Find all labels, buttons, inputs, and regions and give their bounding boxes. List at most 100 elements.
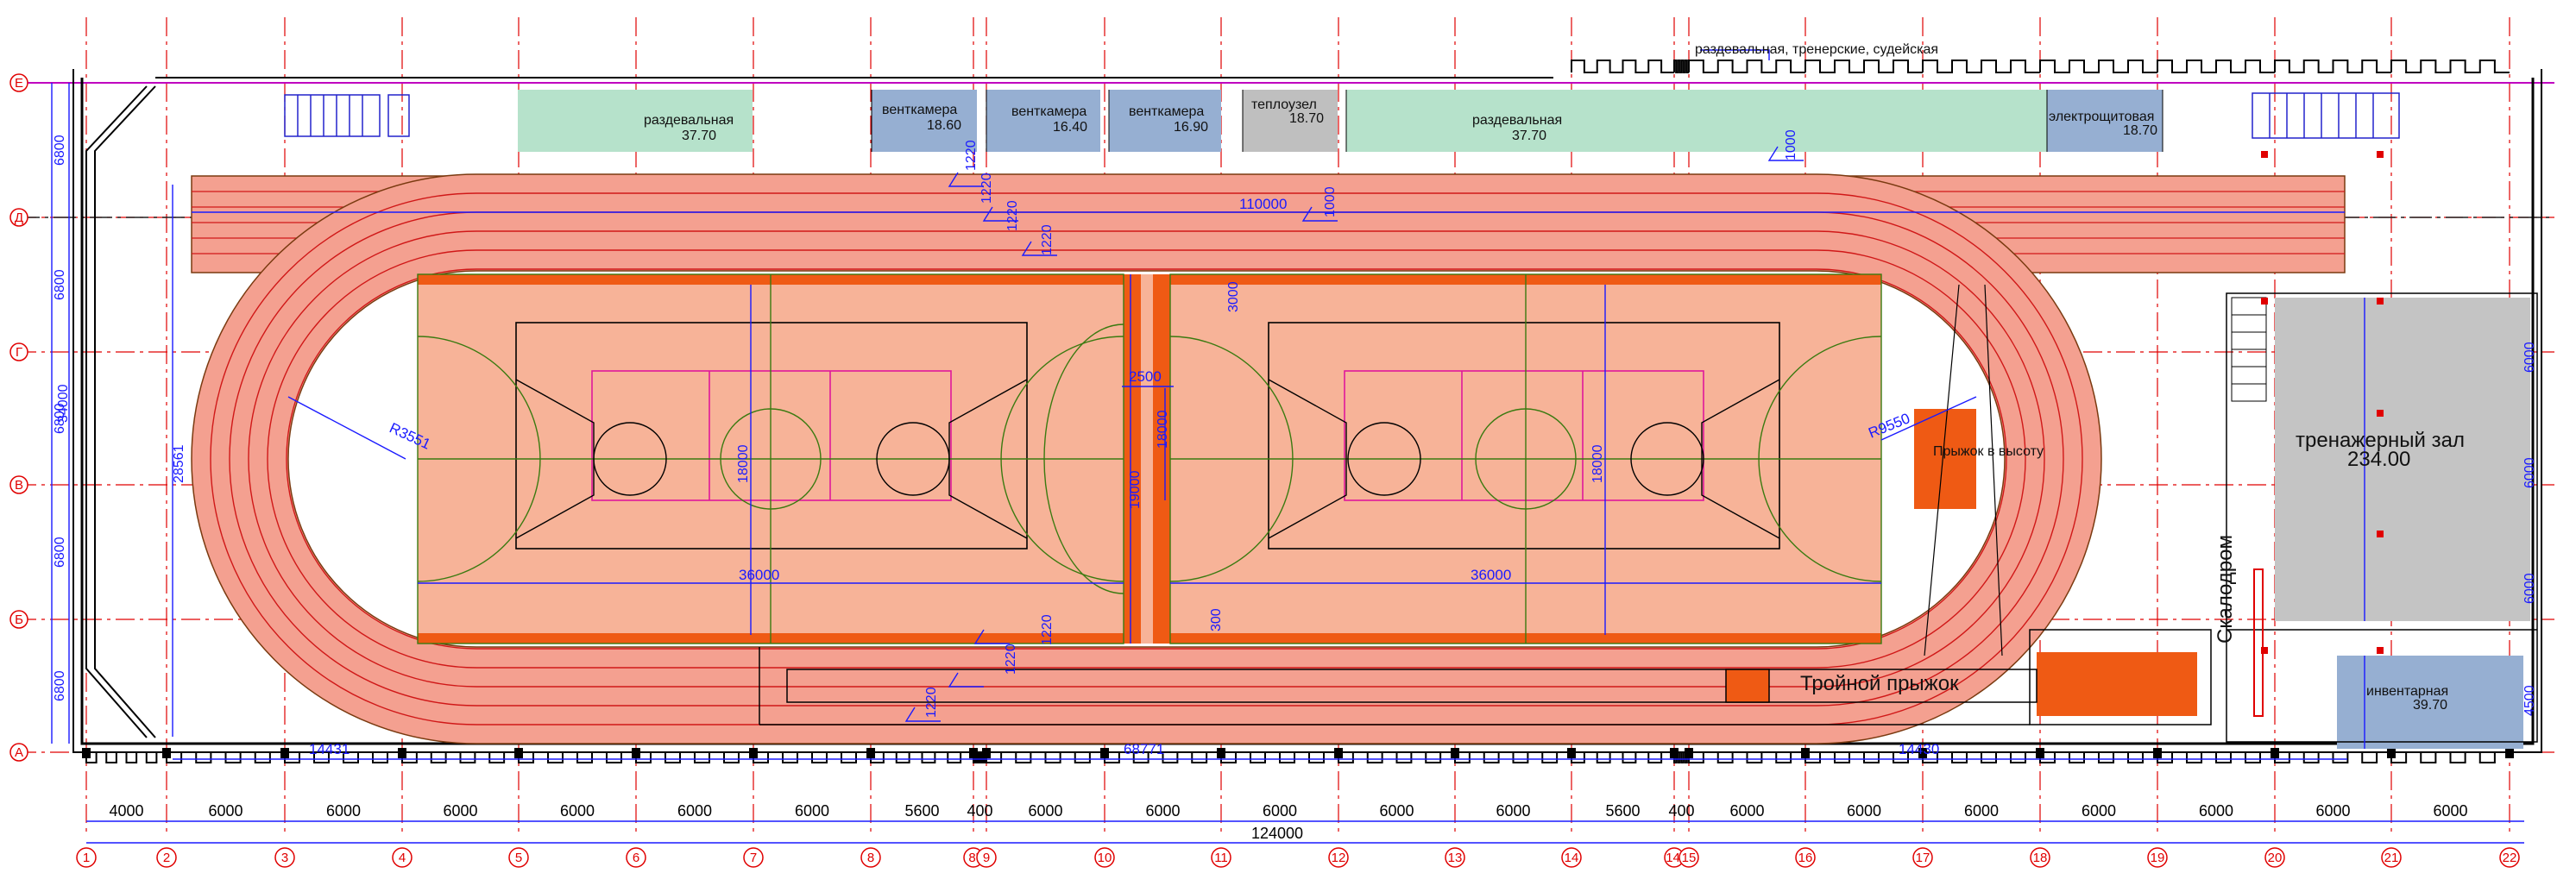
room-vent3-name: венткамера (1129, 104, 1204, 119)
dim-28561: 28561 (172, 444, 186, 483)
column-dimension-label: 400 (967, 802, 992, 820)
room-razd1-area: 37.70 (682, 129, 716, 143)
dim-3000: 3000 (1226, 281, 1241, 312)
triple-jump-runway (786, 669, 2037, 703)
room-elec-area: 18.70 (2123, 123, 2157, 138)
high-jump-label: Прыжок в высоту (1933, 444, 2044, 459)
top-rooms (284, 90, 2400, 152)
column-axis-bubble (274, 847, 295, 868)
room-vent3-area: 16.90 (1174, 120, 1208, 135)
top-wall-pilasters (155, 60, 2510, 79)
dim-300: 300 (1209, 608, 1224, 631)
column-axis-bubble (156, 847, 177, 868)
column-axis-label: 16 (1798, 851, 1813, 865)
column-axis-label: 8 (867, 851, 874, 865)
column-axis-label: 19 (2151, 851, 2165, 865)
stairs-left-icon (284, 94, 410, 137)
row-axis-bubble (9, 342, 28, 361)
column-axis-bubble (1445, 847, 1465, 868)
column-axis-bubble (1328, 847, 1349, 868)
dim-1000a: 1000 (1784, 129, 1798, 160)
row-axis-bubble (9, 610, 28, 629)
dim-18000c: 18000 (1156, 410, 1170, 449)
room-teplo-area: 18.70 (1289, 111, 1324, 126)
dim-6000-r2: 6000 (2522, 457, 2537, 488)
room-teplo-name: теплоузел (1251, 97, 1317, 112)
room-vent2-area: 16.40 (1053, 120, 1087, 135)
column-axis-label: 6 (633, 851, 639, 865)
dim-6000-r3: 6000 (2522, 573, 2537, 604)
room-razd2-area: 37.70 (1512, 129, 1546, 143)
row-axis-label: Е (15, 76, 23, 91)
column-axis-label: 11 (1214, 851, 1228, 865)
column-dimension-label: 6000 (2433, 802, 2467, 820)
column-axis-bubble (2264, 847, 2285, 868)
column-dimension-labels: 4000 6000 6000 6000 6000 6000 6000 5600 400 6000 6… (109, 802, 2467, 820)
row-axis-label: Д (15, 210, 23, 225)
column-axis-bubble (2147, 847, 2168, 868)
triple-jump-pit (2037, 652, 2197, 716)
column-dimension-label: 6000 (795, 802, 829, 820)
column-axis-bubble (1795, 847, 1816, 868)
column-axis-label: 4 (399, 851, 406, 865)
column-axis-label: 7 (750, 851, 757, 865)
column-dimension-label: 6000 (677, 802, 712, 820)
room-vent1-name: венткамера (882, 103, 957, 117)
gym-stairs-icon (2231, 297, 2267, 402)
dim-1220g: 1220 (924, 687, 939, 718)
left-dim-label: 6800 (53, 670, 67, 701)
row-axis-label: Г (16, 345, 22, 360)
column-dimension-label: 4000 (109, 802, 143, 820)
column-axis-label: 2 (163, 851, 170, 865)
dim-36000a: 36000 (739, 567, 779, 583)
gym-name: тренажерный зал (2296, 429, 2465, 452)
room-ventkamera-3 (1109, 90, 1221, 152)
inventory-area: 39.70 (2413, 698, 2447, 713)
column-dimension-label: 6000 (208, 802, 242, 820)
dim-2500: 2500 (1129, 368, 1162, 385)
left-dim-label: 6800 (53, 135, 67, 166)
column-axis-label: 21 (2384, 851, 2399, 865)
dim-124000: 124000 (1251, 825, 1303, 842)
room-ventkamera-1 (872, 90, 977, 152)
column-dimension-label: 6000 (1028, 802, 1062, 820)
dimension-lines (51, 49, 2524, 844)
triple-jump-label: Тройной прыжок (1800, 672, 1959, 695)
column-axis-label: 9 (983, 851, 990, 865)
row-axis-bubble (9, 475, 28, 494)
dim-4500: 4500 (2522, 685, 2537, 716)
left-dim-label: 6800 (53, 537, 67, 568)
column-dimension-label: 6000 (2315, 802, 2350, 820)
column-axis-label: 22 (2503, 851, 2517, 865)
column-axis-bubble (2030, 847, 2050, 868)
room-elektroschitovaya (2047, 90, 2163, 152)
dim-1220f: 1220 (1004, 644, 1018, 675)
column-axis-bubble (2381, 847, 2402, 868)
column-dimension-label: 6000 (1496, 802, 1530, 820)
row-axis-bubble (9, 743, 28, 762)
stairs-right-icon (2252, 92, 2400, 139)
column-axis-label: 18 (2033, 851, 2048, 865)
gym-room (2275, 298, 2530, 621)
room-elec-name: электрощитовая (2049, 110, 2154, 124)
column-dimension-label: 5600 (904, 802, 939, 820)
dim-18000a: 18000 (736, 444, 751, 483)
inventory-room (2337, 656, 2523, 749)
left-facade (85, 85, 156, 738)
column-axis-bubble (1211, 847, 1231, 868)
column-axis-label: 14' (1666, 851, 1683, 865)
column-dimension-label: 6000 (326, 802, 361, 820)
dim-34000: 34000 (56, 384, 71, 423)
column-axis-label: 8' (968, 851, 978, 865)
column-dimension-label: 6000 (1145, 802, 1180, 820)
dim-6000-r1: 6000 (2522, 342, 2537, 373)
column-axis-bubble (860, 847, 881, 868)
column-axis-bubble (1561, 847, 1582, 868)
column-dimension-label: 6000 (1847, 802, 1881, 820)
column-axis-bubble (743, 847, 764, 868)
column-axis-label: 10 (1098, 851, 1112, 865)
row-axis-label: Б (15, 612, 23, 627)
inventory-name: инвентарная (2366, 684, 2448, 699)
